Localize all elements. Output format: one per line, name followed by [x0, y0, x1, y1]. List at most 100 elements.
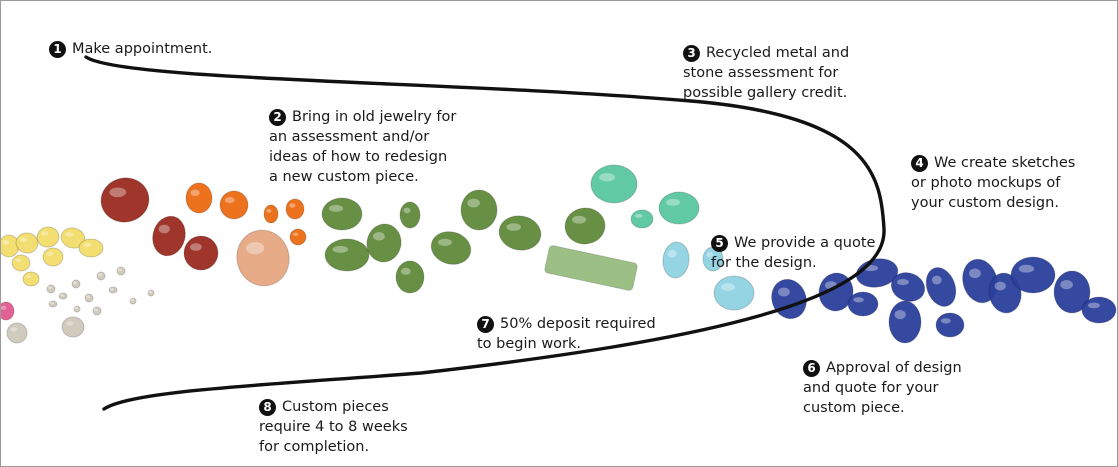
gemstone — [935, 312, 965, 338]
gemstone — [73, 305, 81, 313]
gemstone — [498, 215, 542, 251]
gemstone-highlight — [224, 197, 235, 204]
gemstone-highlight — [40, 231, 49, 236]
gemstone-highlight — [506, 223, 522, 231]
gemstone-highlight — [572, 215, 586, 224]
gemstone-highlight — [438, 238, 452, 246]
gemstone-highlight — [721, 283, 735, 291]
gemstone-highlight — [853, 297, 864, 303]
gemstone-highlight — [940, 318, 951, 324]
gemstone-highlight — [117, 268, 122, 272]
gemstone — [324, 238, 370, 272]
gemstone-highlight — [65, 321, 74, 326]
gemstone — [630, 209, 654, 229]
gemstone — [289, 228, 307, 246]
step-text: 50% deposit required — [500, 316, 656, 332]
gemstone — [1, 301, 15, 321]
gemstone-highlight — [289, 203, 296, 208]
gemstone — [152, 215, 186, 257]
gemstone — [399, 201, 421, 229]
gemstone-highlight — [266, 208, 272, 213]
gemstone — [658, 191, 700, 225]
gemstone-highlight — [189, 243, 202, 251]
gemstone-highlight — [93, 308, 98, 312]
gemstone — [662, 241, 690, 279]
step-3: 3 Recycled metal and stone assessment for… — [683, 43, 849, 103]
step-text: Make appointment. — [72, 41, 213, 57]
gemstone — [430, 231, 472, 265]
gemstone-highlight — [666, 198, 680, 206]
gemstone — [321, 197, 363, 231]
gemstone — [1010, 256, 1056, 294]
step-text: an assessment and/or — [269, 129, 430, 145]
gemstone-highlight — [292, 232, 299, 236]
gemstone — [219, 190, 249, 220]
step-number-badge: 3 — [683, 45, 700, 62]
gemstone — [395, 260, 425, 294]
step-text: for completion. — [259, 439, 370, 455]
step-text: stone assessment for — [683, 65, 839, 81]
step-number-badge: 5 — [711, 235, 728, 252]
gemstone — [46, 284, 56, 294]
gemstone — [84, 293, 94, 303]
step-text: possible gallery credit. — [683, 85, 848, 101]
gemstone — [100, 177, 150, 223]
step-text: Bring in old jewelry for — [292, 109, 457, 125]
gemstone-highlight — [706, 252, 714, 258]
gemstone — [48, 300, 58, 308]
gemstone-highlight — [1087, 302, 1100, 309]
step-text: custom piece. — [803, 400, 905, 416]
gemstone-highlight — [158, 224, 170, 234]
step-number-badge: 6 — [803, 360, 820, 377]
gemstone-highlight — [1018, 264, 1035, 273]
step-text: require 4 to 8 weeks — [259, 419, 408, 435]
gemstone-highlight — [372, 232, 385, 241]
gemstone — [925, 267, 957, 307]
step-number-badge: 1 — [49, 41, 66, 58]
gemstone — [22, 271, 40, 287]
gemstone-crystal — [544, 245, 638, 291]
step-text: your custom design. — [911, 195, 1059, 211]
process-path — [84, 55, 886, 411]
gemstone — [366, 223, 402, 263]
gemstone — [11, 254, 31, 272]
gemstone — [185, 182, 213, 214]
gemstone — [183, 235, 219, 271]
gemstone-highlight — [894, 310, 906, 320]
gemstone — [58, 292, 68, 300]
step-number-badge: 7 — [477, 316, 494, 333]
step-text: and quote for your — [803, 380, 939, 396]
gemstone — [15, 232, 39, 254]
gemstone-highlight — [148, 290, 153, 294]
gemstone — [78, 238, 104, 258]
gemstone-highlight — [19, 237, 28, 242]
gemstone — [285, 198, 305, 220]
step-number-badge: 8 — [259, 399, 276, 416]
gemstone-highlight — [130, 298, 135, 302]
gemstone-highlight — [777, 287, 790, 297]
gemstone-highlight — [46, 251, 54, 256]
gemstone-highlight — [83, 242, 92, 247]
gemstone-highlight — [65, 232, 74, 237]
gemstone-highlight — [97, 273, 102, 277]
step-text: Recycled metal and — [706, 45, 850, 61]
gemstone — [1053, 270, 1091, 314]
gemstone-highlight — [1, 305, 7, 310]
gemstone-highlight — [25, 275, 32, 279]
gemstone-highlight — [190, 189, 200, 197]
step-text: We provide a quote — [734, 235, 876, 251]
gemstone-highlight — [994, 281, 1006, 291]
gemstone — [263, 204, 279, 224]
gemstone-highlight — [10, 327, 18, 332]
gemstone-highlight — [329, 204, 343, 212]
gemstone — [116, 266, 126, 276]
gemstone — [236, 229, 290, 287]
gemstone — [42, 247, 64, 267]
step-text: a new custom piece. — [269, 169, 419, 185]
gemstone-highlight — [467, 198, 480, 208]
